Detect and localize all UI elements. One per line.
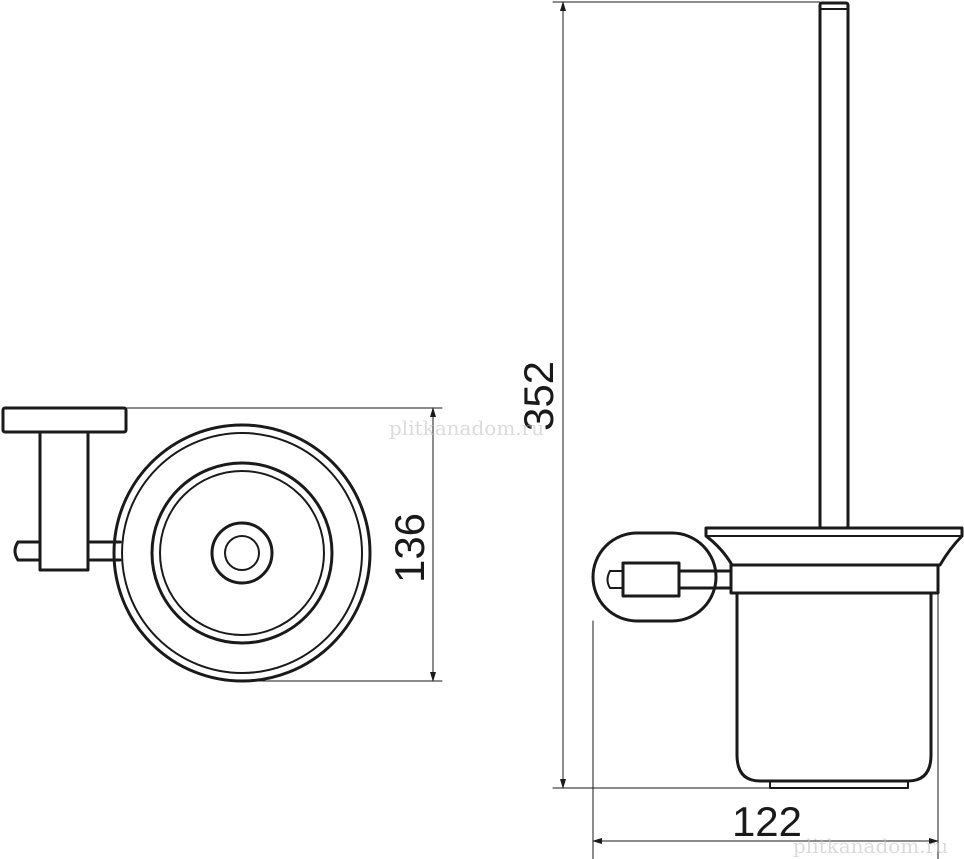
dimension-depth: 122: [592, 592, 939, 859]
watermark: plitkanadom.ru: [389, 416, 544, 440]
side-view: [591, 1, 964, 789]
mounting-post: [38, 430, 90, 572]
watermark: plitkanadom.ru: [793, 834, 948, 858]
brush-handle: [818, 1, 850, 530]
connector-block: [621, 561, 681, 598]
cup-rim: [150, 461, 334, 645]
cup-foot: [769, 780, 909, 789]
brush-lid: [704, 526, 964, 567]
top-view: [1, 406, 372, 683]
outer-ring-inner-edge: [121, 432, 363, 674]
depth-label: 122: [732, 798, 802, 845]
cup-body: [735, 591, 933, 783]
height-label: 352: [515, 361, 562, 431]
holder-collar: [729, 563, 940, 595]
cup-rim-inner: [159, 470, 325, 636]
dimension-height: 352: [515, 1, 821, 789]
diameter-label: 136: [386, 513, 433, 583]
wall-plate: [1, 406, 128, 434]
dimension-diameter: 136: [125, 407, 443, 682]
handle-top: [210, 521, 274, 585]
handle-top-inner: [224, 535, 260, 571]
wall-bracket: [591, 531, 718, 623]
support-arm: [13, 540, 122, 562]
holder-arm: [677, 569, 733, 590]
